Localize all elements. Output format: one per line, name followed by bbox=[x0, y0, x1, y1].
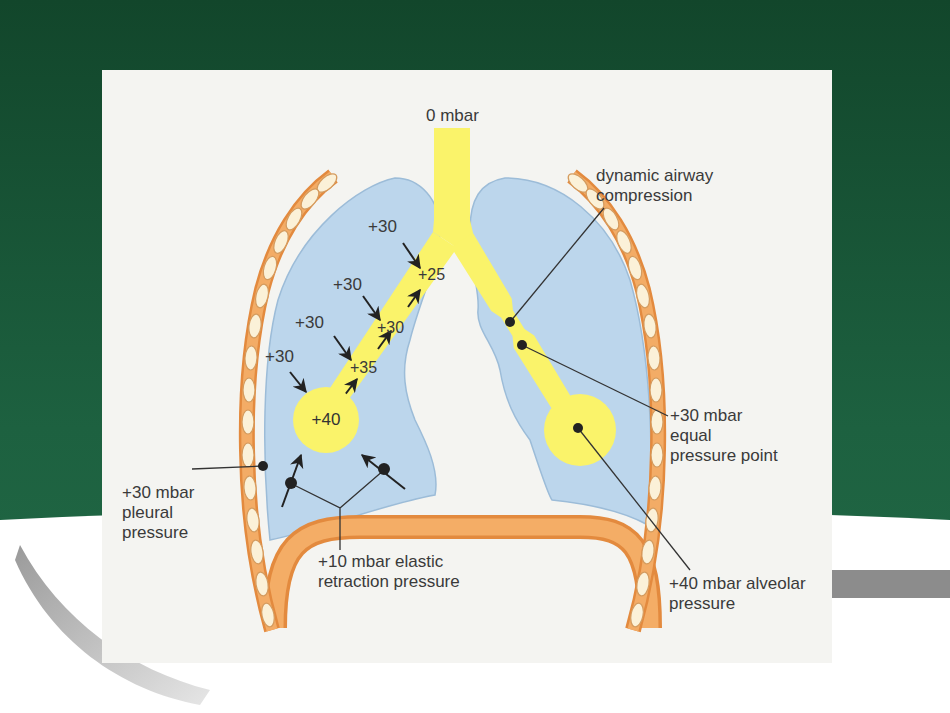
marker-dot bbox=[378, 463, 390, 475]
pressure-label: +25 bbox=[418, 265, 445, 285]
marker-dot bbox=[285, 477, 297, 489]
marker-dot bbox=[517, 340, 527, 350]
pressure-label: +30 mbar pleural pressure bbox=[122, 483, 212, 543]
pleural-arrow bbox=[363, 296, 380, 320]
pressure-label: dynamic airway compression bbox=[596, 166, 776, 206]
rib bbox=[248, 313, 263, 338]
left-bronchus bbox=[326, 232, 457, 406]
leader-lines bbox=[192, 208, 690, 570]
rib bbox=[271, 229, 291, 256]
right-alveolus bbox=[544, 394, 616, 466]
rib bbox=[249, 539, 264, 564]
figure-panel bbox=[102, 70, 832, 663]
rib bbox=[246, 507, 261, 532]
recoil-arrow bbox=[362, 455, 405, 489]
airways bbox=[326, 128, 616, 466]
rib bbox=[298, 186, 322, 212]
diaphragm-fill bbox=[275, 527, 650, 628]
leader-line bbox=[522, 345, 668, 416]
leader-line bbox=[192, 466, 263, 469]
pressure-arrows bbox=[282, 243, 420, 507]
leader-line bbox=[292, 470, 384, 550]
decor-band bbox=[832, 570, 950, 598]
rib bbox=[283, 206, 305, 233]
pressure-label: +35 bbox=[350, 358, 377, 378]
pressure-value: +40 bbox=[312, 410, 341, 430]
marker-dot bbox=[573, 423, 583, 433]
pressure-label: 0 mbar bbox=[426, 106, 479, 126]
rib bbox=[243, 378, 255, 402]
rib bbox=[254, 571, 270, 597]
pleural-arrow bbox=[403, 243, 420, 268]
trachea bbox=[434, 128, 470, 228]
pleural-arrow bbox=[334, 336, 351, 360]
rib bbox=[242, 443, 254, 467]
pressure-label: +30 bbox=[265, 347, 294, 367]
rib bbox=[260, 602, 276, 628]
pressure-label: +30 bbox=[377, 318, 404, 338]
marker-dot bbox=[258, 461, 268, 471]
pressure-label: +30 bbox=[333, 275, 362, 295]
rib bbox=[243, 476, 257, 501]
pressure-label: +40 mbar alveolar pressure bbox=[669, 574, 819, 614]
rib bbox=[244, 346, 257, 371]
pressure-label: +10 mbar elastic retraction pressure bbox=[318, 552, 478, 592]
rib bbox=[261, 255, 279, 281]
rib bbox=[253, 283, 270, 309]
pressure-label: +30 bbox=[368, 217, 397, 237]
marker-dots bbox=[258, 317, 583, 489]
pressure-label: +30 bbox=[295, 313, 324, 333]
alveolus-circle: +40 bbox=[293, 387, 359, 453]
recoil-arrow bbox=[282, 455, 301, 507]
flow-arrow bbox=[408, 290, 420, 307]
rib bbox=[242, 410, 254, 434]
pressure-label: +30 mbar equal pressure point bbox=[670, 406, 782, 466]
diaphragm bbox=[275, 527, 650, 628]
leader-line bbox=[510, 208, 604, 322]
pleural-arrow bbox=[290, 372, 306, 392]
marker-dot bbox=[505, 317, 515, 327]
